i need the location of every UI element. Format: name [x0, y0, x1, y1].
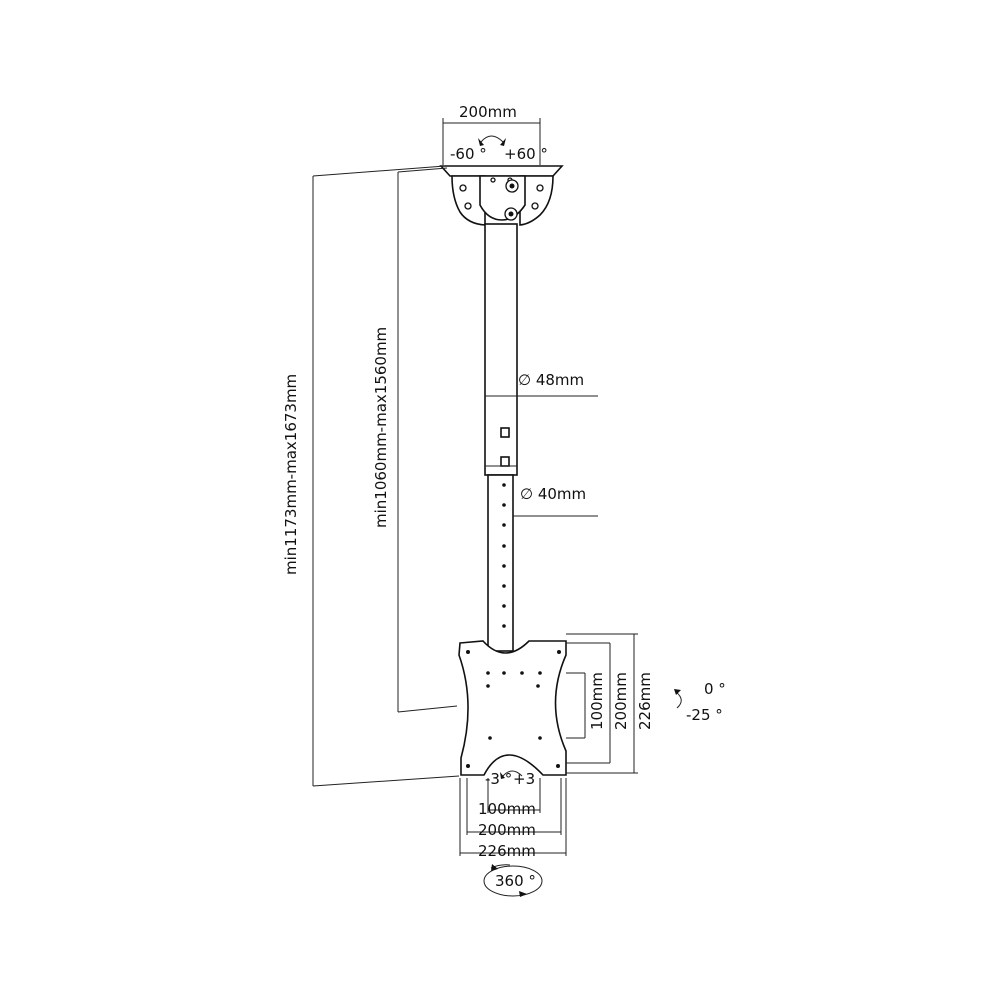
rotate-arrowhead-icon [500, 772, 505, 779]
top-tilt-neg-label: -60 ° [450, 145, 487, 163]
tilt-arrowhead-icon [674, 689, 681, 695]
tube-height-label: min1060mm-max1560mm [372, 326, 390, 528]
top-width-label: 200mm [459, 103, 517, 121]
swivel-label: 360 ° [495, 872, 536, 890]
plate-vertical-dimensions [566, 633, 638, 774]
top-tilt-pos-label: +60 ° [504, 145, 548, 163]
rotate-pos-label: +3 [513, 770, 536, 788]
rotate-arrow-icon [502, 770, 523, 777]
swivel-arrowhead-lower-icon [519, 891, 527, 897]
lower-tube [487, 474, 514, 652]
swivel-arrowhead-icon [491, 864, 498, 871]
lower-diameter-label: ∅ 40mm [520, 485, 587, 503]
tube-height-dimension [397, 167, 458, 713]
overall-height-dimension [312, 165, 460, 787]
upper-diameter-label: ∅ 48mm [518, 371, 585, 389]
vesa-plate [458, 640, 567, 776]
top-tilt-arrowhead-left-icon [478, 138, 484, 146]
top-width-dimension [442, 118, 541, 165]
overall-height-label: min1173mm-max1673mm [282, 373, 300, 575]
top-tilt-arrow-icon [480, 135, 504, 143]
top-tilt-arrowhead-right-icon [500, 138, 506, 146]
plate-vertical-100-label: 100mm [588, 672, 606, 730]
plate-horizontal-226-label: 226mm [478, 842, 536, 860]
rotate-neg-label: -3 ° [485, 770, 513, 788]
upper-tube [484, 223, 518, 476]
plate-vertical-200-label: 200mm [612, 672, 630, 730]
ceiling-plate [439, 165, 564, 226]
tilt-zero-label: 0 ° [704, 680, 726, 698]
tilt-arrow-icon [675, 691, 682, 709]
plate-horizontal-200-label: 200mm [478, 821, 536, 839]
plate-horizontal-dimensions [459, 778, 567, 856]
tilt-neg-label: -25 ° [686, 706, 723, 724]
plate-vertical-226-label: 226mm [636, 672, 654, 730]
swivel-ellipse [483, 865, 543, 897]
plate-horizontal-100-label: 100mm [478, 800, 536, 818]
